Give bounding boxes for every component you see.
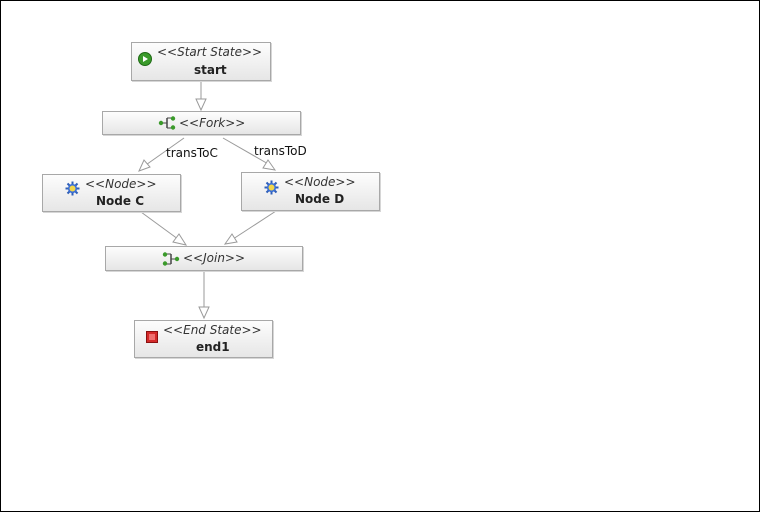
end-state-node[interactable]: <<End State>> end1	[134, 320, 273, 358]
node-c[interactable]: <<Node>> Node C	[42, 174, 181, 212]
end-state-name: end1	[196, 340, 230, 354]
transition-fork-node-d[interactable]	[222, 137, 277, 171]
node-d[interactable]: <<Node>> Node D	[241, 172, 380, 211]
start-state-stereotype: <<Start State>>	[157, 45, 263, 59]
node-d-name: Node D	[295, 192, 345, 206]
end-state-icon	[146, 331, 158, 343]
node-d-stereotype: <<Node>>	[284, 175, 356, 189]
node-c-name: Node C	[96, 194, 144, 208]
transition-join-end[interactable]	[198, 271, 210, 320]
fork-stereotype: <<Fork>>	[179, 116, 246, 130]
transition-fork-node-c[interactable]	[138, 137, 185, 172]
join-stereotype: <<Join>>	[183, 251, 246, 265]
transition-node-c-join[interactable]	[140, 211, 188, 246]
transition-label-transtoc[interactable]: transToC	[166, 146, 218, 160]
transition-start-fork[interactable]	[195, 81, 207, 112]
fork-icon	[158, 116, 176, 130]
transition-node-d-join[interactable]	[223, 210, 277, 245]
end-state-stereotype: <<End State>>	[163, 323, 262, 337]
start-state-name: start	[194, 63, 227, 77]
node-gear-icon	[65, 181, 80, 196]
transition-label-transtod[interactable]: transToD	[254, 144, 307, 158]
node-c-stereotype: <<Node>>	[85, 177, 157, 191]
join-node[interactable]: <<Join>>	[105, 246, 303, 271]
join-icon	[162, 252, 180, 266]
fork-node[interactable]: <<Fork>>	[102, 111, 301, 135]
start-state-node[interactable]: <<Start State>> start	[131, 42, 271, 81]
start-state-icon	[138, 52, 152, 66]
node-gear-icon	[264, 180, 279, 195]
